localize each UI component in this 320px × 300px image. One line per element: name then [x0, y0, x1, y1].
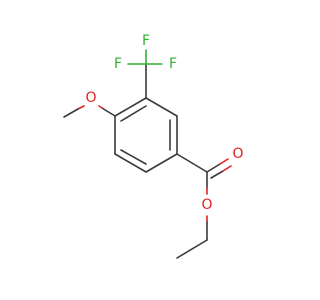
trifluoromethyl-group: F F F	[114, 33, 177, 99]
ring-double-bond-c3-c4	[120, 105, 147, 122]
bond-ethyl-ch3	[176, 239, 208, 259]
benzene-ring	[114, 97, 178, 173]
bond-methyl	[63, 108, 79, 118]
fluorine-atom-left: F	[114, 56, 122, 72]
oxygen-atom-ester: O	[201, 197, 212, 213]
ring-bond-c5-c6	[114, 153, 147, 173]
oxygen-atom-carbonyl: O	[232, 146, 243, 162]
fluorine-atom-right: F	[169, 56, 177, 72]
bond-ring-carbonyl-c	[176, 153, 208, 173]
bond-ring-o-methoxy	[101, 107, 116, 117]
methoxy-group: O	[63, 90, 116, 118]
bond-carbonyl-c-o-upper	[206, 163, 221, 173]
ring-double-bond-c5-c6	[120, 149, 147, 165]
ester-group: O O	[176, 146, 244, 259]
bond-o-methoxy-inner	[98, 105, 103, 109]
oxygen-atom-methoxy: O	[85, 90, 96, 106]
bond-o-methyl	[77, 105, 85, 110]
ring-bond-c3-c4	[114, 97, 147, 117]
bond-carbonyl-o-lower	[222, 165, 232, 172]
molecule-structure-diagram: F F F O O O	[63, 33, 244, 259]
fluorine-atom-top: F	[142, 33, 150, 49]
bond-carbonyl-o-upper	[219, 158, 229, 165]
ring-bond-c2-c3	[145, 97, 178, 117]
bond-carbonyl-c-o-lower	[210, 170, 224, 179]
ring-bond-c6-c1	[145, 153, 178, 173]
